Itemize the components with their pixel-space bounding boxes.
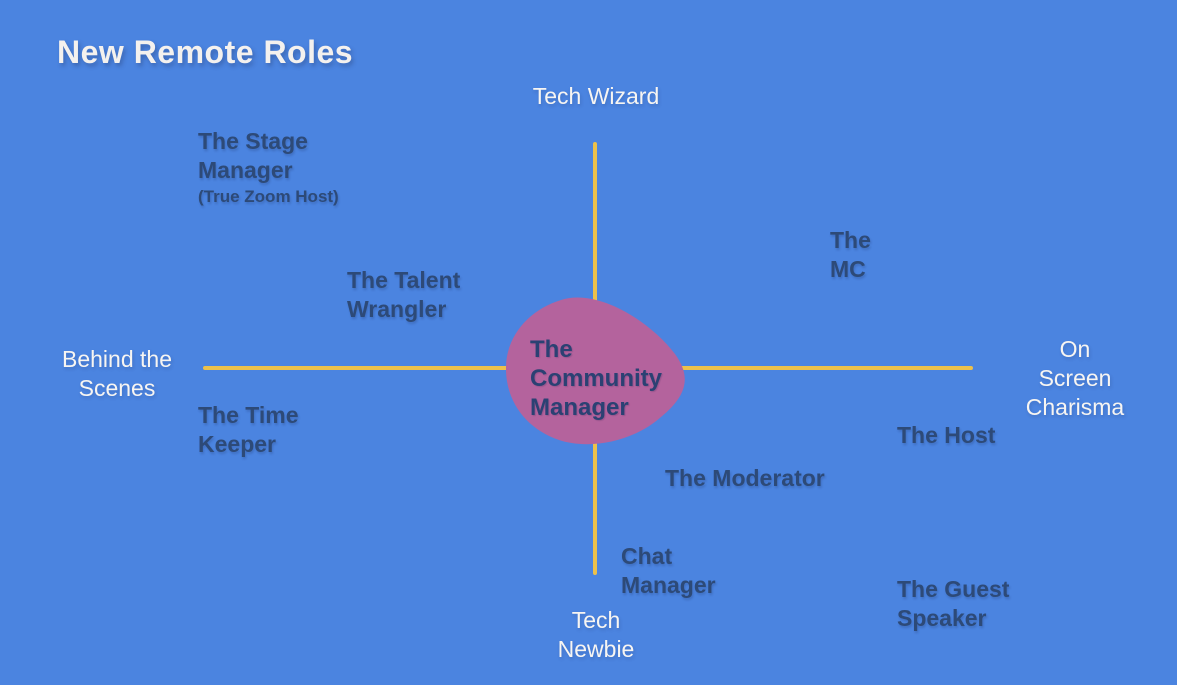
blob-shape-icon [505, 297, 685, 445]
axis-label-line: On Screen [1038, 336, 1112, 391]
role-label-talent-wrangler: The Talent Wrangler [347, 266, 460, 324]
role-label-line: MC [830, 255, 866, 282]
role-label-line: The Host [897, 422, 996, 448]
role-label-guest-speaker: The Guest Speaker [897, 575, 1009, 633]
role-label-mc: The MC [830, 226, 871, 284]
role-label-moderator: The Moderator [665, 464, 825, 493]
role-label-line: Keeper [198, 430, 276, 457]
axis-label-line: Scenes [78, 374, 156, 401]
role-label-line: Chat [621, 543, 673, 569]
role-label-line: Manager [621, 571, 716, 598]
role-label-line: The Stage [198, 128, 308, 154]
axis-label-line: Behind the [62, 346, 172, 372]
role-label-line: The Time [198, 402, 299, 428]
axis-label-line: Tech [571, 607, 621, 633]
axis-label-line: Tech Wizard [532, 83, 660, 109]
role-label-line: Community [530, 364, 662, 392]
page-title: New Remote Roles [57, 34, 354, 70]
role-label-line: The Moderator [665, 465, 825, 491]
role-label-community-manager: The Community Manager [530, 336, 662, 422]
role-label-line: The [530, 336, 573, 363]
role-label-line: Speaker [897, 604, 987, 631]
role-label-host: The Host [897, 421, 995, 450]
role-label-line: The Talent [347, 267, 461, 293]
role-label-time-keeper: The Time Keeper [198, 401, 299, 459]
axis-label-tech-newbie: Tech Newbie [558, 606, 635, 664]
axis-label-on-screen-charisma: On Screen Charisma [1024, 335, 1126, 422]
role-label-line: The [830, 227, 871, 253]
role-label-chat-manager: Chat Manager [621, 542, 716, 600]
role-label-line: Wrangler [347, 295, 447, 322]
axis-label-line: Newbie [557, 635, 635, 662]
center-blob [505, 297, 685, 445]
axis-label-tech-wizard: Tech Wizard [533, 82, 660, 111]
role-label-line: The Guest [897, 576, 1010, 602]
axis-label-behind-the-scenes: Behind the Scenes [62, 345, 172, 403]
role-label-line: Manager [198, 156, 293, 183]
role-label-line: Manager [530, 393, 629, 421]
axis-label-line: Charisma [1025, 393, 1125, 420]
role-label-stage-manager: The Stage Manager (True Zoom Host) [198, 127, 339, 208]
role-label-subtitle: (True Zoom Host) [198, 186, 339, 206]
